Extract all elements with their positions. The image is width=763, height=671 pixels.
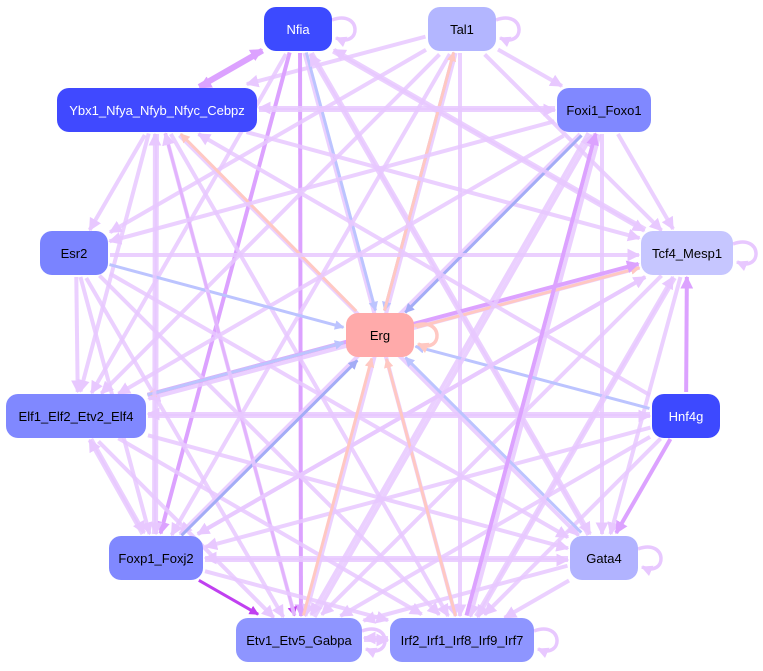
edge-Esr2-to-Elf1 [71,276,84,394]
node-label: Hnf4g [668,408,704,424]
node-label: Tal1 [450,21,474,37]
node-tal1[interactable]: Tal1 [428,7,496,51]
node-label: Esr2 [60,245,88,261]
edge-Erg-to-Tcf4 [416,265,641,329]
edge-Esr2-to-Erg [109,263,345,330]
edge-Gata4-to-Etv1 [362,563,568,624]
edge-Foxp1-to-Elf1 [87,438,145,535]
node-label: Etv1_Etv5_Gabpa [246,632,352,648]
edge-Gata4-to-Irf2 [503,578,571,620]
edge-Elf1-to-Erg [147,340,345,397]
edge-Etv1-to-Ybx1 [162,132,297,617]
node-elf1[interactable]: Elf1_Elf2_Etv2_Elf4 [6,394,146,438]
node-esr2[interactable]: Esr2 [40,231,108,275]
edge-Elf1-to-Gata4 [147,433,570,552]
edge-Tcf4-to-Nfia [332,47,647,231]
edge-Foxi1-to-Tcf4 [616,132,675,231]
node-label: Foxp1_Foxj2 [118,550,194,566]
edge-Erg-to-Tal1 [383,51,457,311]
edge-Erg-to-Ybx1 [179,132,358,313]
self-loop-Gata4 [637,545,663,577]
edge-Hnf4g-to-Erg [414,344,650,410]
node-irf2[interactable]: Irf2_Irf1_Irf8_Irf9_Irf7 [390,618,534,662]
edge-Foxp1-to-Tcf4 [196,275,647,536]
node-label: Irf2_Irf1_Irf8_Irf9_Irf7 [400,632,524,648]
self-loop-Tcf4 [732,240,758,272]
self-loop-Tal1 [495,16,521,48]
edge-Nfia-to-Etv1 [294,52,308,618]
edge-Irf2-to-Tcf4 [474,275,675,618]
edge-Hnf4g-to-Tcf4 [680,275,694,393]
edge-Hnf4g-to-Ybx1 [197,132,652,397]
edge-Etv1-to-Foxi1 [312,133,594,618]
node-nfia[interactable]: Nfia [264,7,332,51]
node-label: Tcf4_Mesp1 [651,245,723,261]
node-tcf4[interactable]: Tcf4_Mesp1 [641,231,733,275]
node-label: Gata4 [586,550,622,566]
edge-Foxi1-to-Irf2 [467,133,602,618]
edge-Hnf4g-to-Etv1 [339,435,652,618]
edge-Gata4-to-Nfia [308,52,591,537]
edge-Foxi1-to-Elf1 [117,134,565,396]
self-loop-Nfia [331,16,357,48]
edge-Foxp1-to-Erg [180,359,359,537]
node-foxi1[interactable]: Foxi1_Foxo1 [557,88,651,132]
node-label: Foxi1_Foxo1 [566,102,642,118]
edge-Irf2-to-Foxi1 [464,132,599,617]
edge-Esr2-to-Gata4 [109,271,570,540]
edge-Gata4-to-Erg [404,356,583,534]
node-label: Ybx1_Nfya_Nfyb_Nfyc_Cebpz [69,102,245,118]
edge-Tcf4-to-Gata4 [607,276,683,536]
self-loop-Erg [413,322,439,354]
edge-Irf2-to-Erg [384,358,457,617]
node-label: Nfia [286,21,310,37]
node-gata4[interactable]: Gata4 [570,536,638,580]
edge-Hnf4g-to-Irf2 [483,437,663,617]
edge-Foxp1-to-Etv1 [198,578,259,616]
edge-Nfia-to-Erg [304,52,378,312]
edge-Ybx1-to-Esr2 [87,134,147,232]
node-label: Erg [369,327,391,343]
edge-Nfia-to-Foxp1 [157,51,292,535]
edge-Foxp1-to-Irf2 [204,569,390,624]
edge-Elf1-to-Foxp1 [89,438,146,535]
edge-Ybx1-to-Nfia [197,47,264,88]
self-loop-Etv1 [361,627,387,659]
edge-Foxi1-to-Erg [404,134,583,314]
node-hnf4g[interactable]: Hnf4g [652,394,720,438]
edge-Foxi1-to-Esr2 [108,119,555,245]
edge-Hnf4g-to-Gata4 [614,437,673,535]
edge-Tal1-to-Esr2 [108,48,427,234]
node-erg[interactable]: Erg [346,313,414,357]
self-loop-Irf2 [533,627,559,659]
edge-Ybx1-to-Elf1 [77,132,151,393]
node-etv1[interactable]: Etv1_Etv5_Gabpa [236,618,362,662]
edge-Foxp1-to-Ybx1 [148,132,162,535]
edge-Hnf4g-to-Foxp1 [204,425,652,551]
node-label: Elf1_Elf2_Etv2_Elf4 [18,408,134,424]
edge-Etv1-to-Erg [301,357,375,616]
node-foxp1[interactable]: Foxp1_Foxj2 [109,536,203,580]
node-ybx1[interactable]: Ybx1_Nfya_Nfyb_Nfyc_Cebpz [57,88,257,132]
edge-Tal1-to-Foxi1 [497,47,564,88]
